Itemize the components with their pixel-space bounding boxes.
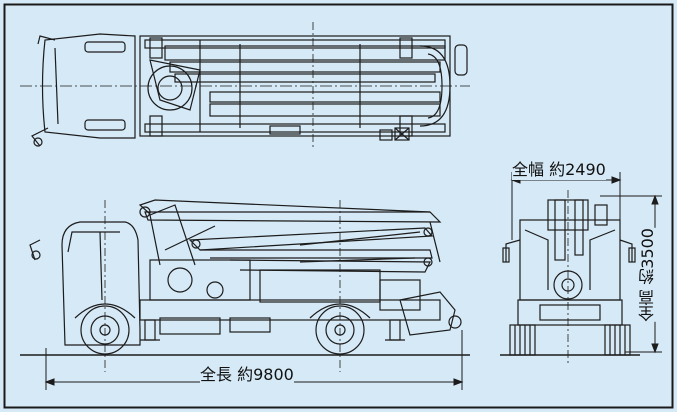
overall-height-label: 全高 約3500 [636, 228, 660, 322]
overall-width-label: 全幅 約2490 [512, 156, 606, 180]
border [3, 3, 674, 409]
overall-length-label: 全長 約9800 [200, 361, 294, 385]
side-view [20, 199, 470, 372]
top-view [20, 22, 470, 150]
rear-view [500, 190, 640, 365]
